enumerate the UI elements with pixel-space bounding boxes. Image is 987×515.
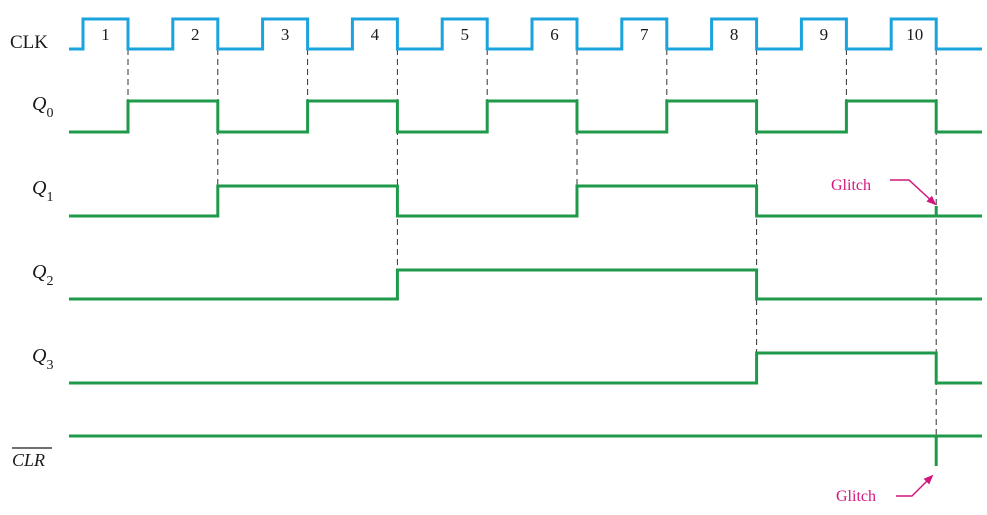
pulse-number-2: 2 — [191, 25, 200, 44]
q0-label-sub: 0 — [46, 106, 53, 121]
clk-waveform — [69, 17, 982, 51]
pulse-number-4: 4 — [371, 25, 380, 44]
q0-label: Q0 — [32, 93, 53, 121]
q3-label-sub: 3 — [46, 358, 53, 373]
q1-label-main: Q — [32, 177, 47, 199]
glitch-arrow-clr — [896, 474, 934, 497]
pulse-number-1: 1 — [101, 25, 110, 44]
q0-label-main: Q — [32, 93, 47, 115]
pulse-numbers: 1 2 3 4 5 6 7 8 9 10 — [101, 25, 923, 44]
clr-waveform — [69, 434, 982, 466]
q2-label: Q2 — [32, 261, 53, 289]
pulse-number-6: 6 — [550, 25, 559, 44]
q1-label: Q1 — [32, 177, 53, 205]
q3-label-main: Q — [32, 345, 47, 367]
q3-waveform — [69, 351, 982, 385]
pulse-number-5: 5 — [460, 25, 469, 44]
clock-edge-guides — [127, 49, 937, 466]
q1-waveform — [69, 184, 982, 218]
glitch-arrow-q1 — [890, 179, 937, 206]
pulse-number-9: 9 — [820, 25, 829, 44]
glitch-label-clr: Glitch — [836, 488, 876, 505]
q2-label-main: Q — [32, 261, 47, 283]
q2-waveform — [69, 268, 982, 301]
pulse-number-10: 10 — [906, 25, 923, 44]
pulse-number-8: 8 — [730, 25, 739, 44]
q1-label-sub: 1 — [46, 190, 53, 205]
q2-label-sub: 2 — [46, 274, 53, 289]
q3-label: Q3 — [32, 345, 53, 373]
q0-waveform — [69, 99, 982, 134]
clr-label: CLR — [12, 450, 45, 470]
pulse-number-7: 7 — [640, 25, 649, 44]
pulse-number-3: 3 — [281, 25, 290, 44]
glitch-label-q1: Glitch — [831, 177, 871, 194]
clk-label: CLK — [10, 32, 48, 53]
